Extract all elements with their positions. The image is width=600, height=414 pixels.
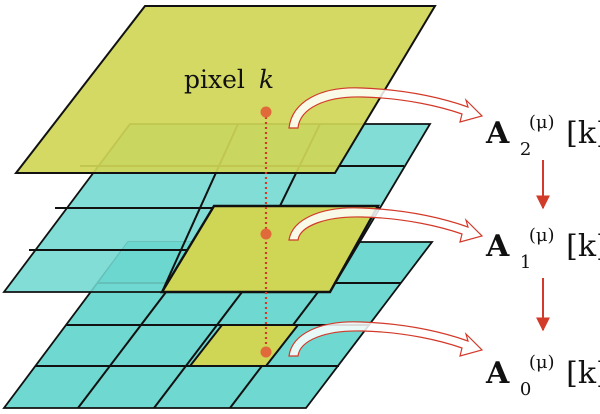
layer-2-plane [13,5,437,174]
feature-arrows [288,87,484,357]
arrow-level-0 [288,321,484,357]
arrow-level-1 [288,207,484,243]
pixel-dot-level-2 [260,106,272,118]
layer-2 [13,5,437,174]
layer-0-highlight-cell [187,324,301,367]
layer-1-highlight-cell [159,204,381,294]
pixel-dot-level-0 [260,346,272,358]
output-label-level-0: A 0 (μ) [k] [485,341,600,403]
arrow-level-2 [288,87,484,129]
pixel-label: pixel k [184,65,274,94]
output-label-level-2: A 2 (μ) [k] [485,101,600,163]
output-label-level-1: A 1 (μ) [k] [485,214,600,276]
pixel-dot-level-1 [260,228,272,240]
